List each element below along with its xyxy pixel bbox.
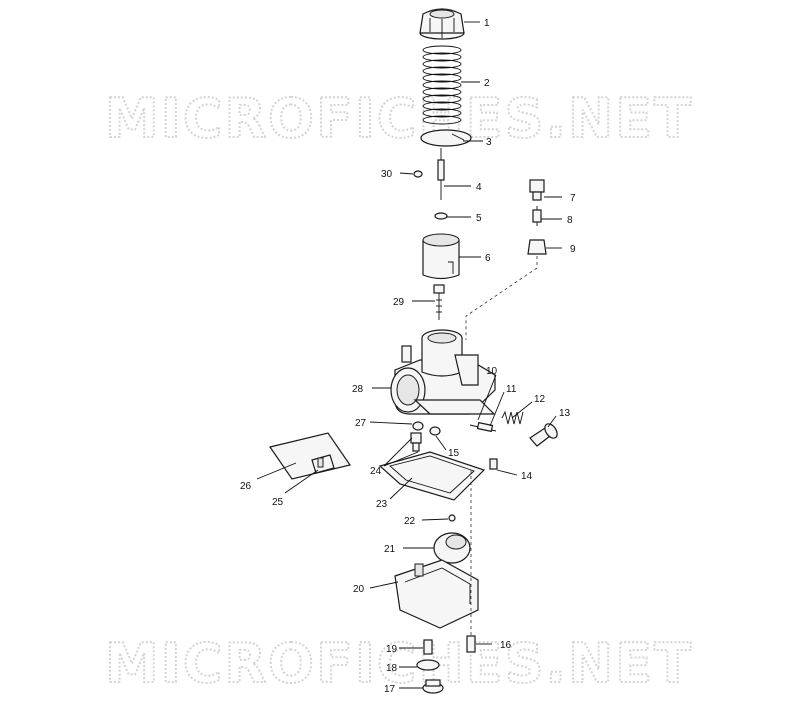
callout-28: 28	[352, 384, 364, 395]
part-screw-top	[433, 284, 445, 320]
part-screw-14	[489, 458, 498, 470]
part-pilot-screw-10	[469, 421, 497, 433]
callout-6: 6	[485, 253, 491, 264]
cable-path	[465, 256, 538, 340]
part-washer-27	[412, 421, 424, 431]
callout-8: 8	[567, 215, 573, 226]
part-needle	[437, 148, 445, 200]
callout-14: 14	[521, 471, 533, 482]
part-clip	[413, 170, 423, 178]
callout-13: 13	[559, 408, 571, 419]
part-spring	[422, 45, 462, 125]
part-plug-17	[422, 679, 444, 694]
part-adjuster-7	[529, 179, 545, 201]
callout-30: 30	[381, 169, 393, 180]
callout-29: 29	[393, 297, 405, 308]
callout-22: 22	[404, 516, 416, 527]
callout-20: 20	[353, 584, 365, 595]
callout-1: 1	[484, 18, 490, 29]
part-boot-9	[527, 239, 547, 255]
callout-21: 21	[384, 544, 396, 555]
part-plate	[420, 129, 472, 147]
callout-24: 24	[370, 466, 382, 477]
callout-7: 7	[570, 193, 576, 204]
callout-18: 18	[386, 663, 398, 674]
part-washer	[434, 212, 448, 220]
part-washer-15	[429, 426, 441, 436]
part-oring-18	[416, 659, 440, 671]
callout-2: 2	[484, 78, 490, 89]
callout-19: 19	[386, 644, 398, 655]
watermark-bottom: MICROFICHES.NET	[105, 632, 693, 695]
callout-23: 23	[376, 499, 388, 510]
callout-25: 25	[272, 497, 284, 508]
leader-lines	[256, 21, 562, 689]
part-nut-8	[532, 206, 542, 226]
part-throttle-slide	[422, 233, 460, 280]
part-float-bowl-20	[394, 559, 479, 629]
watermark-top: MICROFICHES.NET	[105, 87, 693, 150]
callout-12: 12	[534, 394, 546, 405]
part-jet-19	[423, 639, 433, 655]
part-idle-screw-13	[529, 423, 558, 447]
part-plate-26	[269, 432, 351, 480]
part-pin-22	[448, 514, 456, 522]
callout-17: 17	[384, 684, 396, 695]
callout-27: 27	[355, 418, 367, 429]
part-drain-screw-16	[466, 470, 476, 653]
callout-9: 9	[570, 244, 576, 255]
callout-10: 10	[486, 366, 498, 377]
part-lever-25	[311, 454, 335, 474]
part-jet-24	[410, 432, 422, 452]
callout-26: 26	[240, 481, 252, 492]
part-carb-body	[390, 329, 496, 415]
callout-15: 15	[448, 448, 460, 459]
callout-4: 4	[476, 182, 482, 193]
part-gasket-23	[378, 451, 486, 501]
part-cap	[419, 8, 465, 40]
callout-3: 3	[486, 137, 492, 148]
callout-5: 5	[476, 213, 482, 224]
callout-11: 11	[506, 384, 517, 395]
callout-16: 16	[500, 640, 512, 651]
part-float-21	[433, 532, 471, 564]
